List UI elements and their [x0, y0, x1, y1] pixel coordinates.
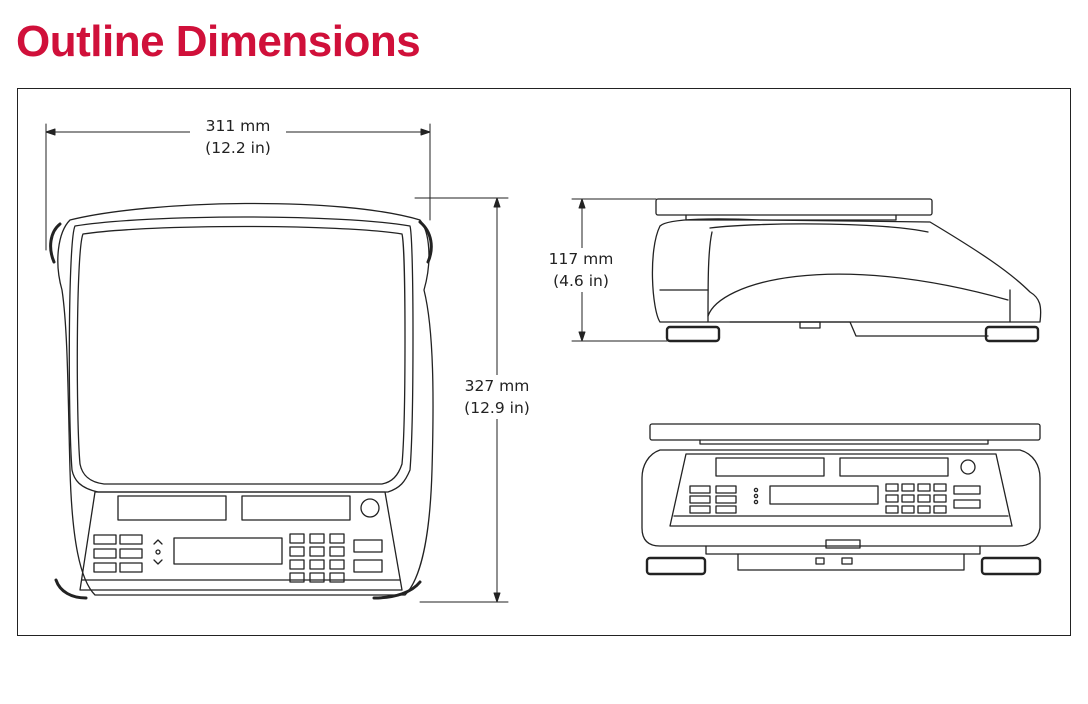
height-mm: 117 mm: [548, 250, 614, 268]
page-title: Outline Dimensions: [16, 17, 421, 66]
height-label: 117 mm (4.6 in): [536, 248, 626, 292]
depth-mm: 327 mm: [464, 377, 530, 395]
top-view: [49, 202, 434, 600]
width-label: 311 mm (12.2 in): [190, 115, 286, 159]
depth-in: (12.9 in): [464, 399, 530, 417]
width-mm: 311 mm: [205, 117, 271, 135]
height-in: (4.6 in): [553, 272, 609, 290]
drawing-frame: [17, 88, 1071, 636]
side-view: [651, 198, 1042, 343]
front-view: [641, 423, 1042, 576]
depth-label: 327 mm (12.9 in): [452, 375, 542, 419]
width-in: (12.2 in): [205, 139, 271, 157]
